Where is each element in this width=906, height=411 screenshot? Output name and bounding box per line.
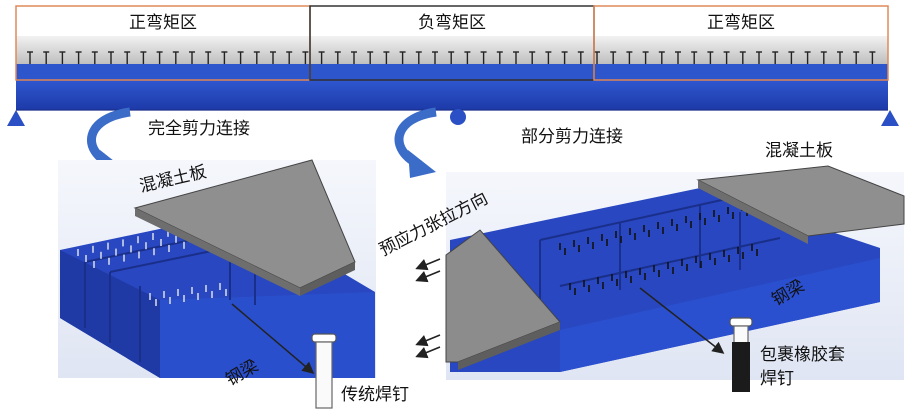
- rubber-stud-label-line2: 焊钉: [760, 369, 794, 389]
- right-curved-arrow-head: [408, 150, 436, 178]
- composite-beam-elevation: 正弯矩区 负弯矩区 正弯矩区: [7, 5, 899, 126]
- right-curved-arrow: [394, 107, 437, 170]
- right-slab-label: 混凝土板: [765, 141, 833, 161]
- partial-shear-connection-title: 部分剪力连接: [521, 127, 623, 147]
- left-traditional-studs: [77, 220, 230, 306]
- rubber-stud-label-line1: 包裹橡胶套: [760, 345, 845, 365]
- right-region-label: 正弯矩区: [707, 13, 775, 33]
- steel-beam-body: [16, 80, 888, 110]
- right-pin-support: [881, 110, 899, 126]
- positive-moment-region-right: [593, 5, 889, 81]
- right-detail-panel: 混凝土板 预应力张拉方向 钢梁 包裹橡胶套 焊钉: [376, 141, 905, 392]
- full-shear-connection-title: 完全剪力连接: [148, 119, 250, 139]
- prestress-arrows: [415, 258, 441, 359]
- concrete-slab-band: [16, 36, 888, 64]
- shear-stud-row: [27, 51, 876, 64]
- steel-top-flange: [16, 64, 888, 80]
- middle-region-label: 负弯矩区: [418, 13, 486, 33]
- right-concrete-slab-right: [696, 165, 905, 237]
- right-rubber-sleeved-studs: [559, 204, 758, 295]
- left-curved-arrow: [87, 107, 131, 170]
- left-stud-leader-line: [231, 303, 315, 374]
- right-stud-leader-line: [639, 287, 725, 354]
- traditional-stud-label: 传统焊钉: [341, 385, 409, 405]
- left-region-label: 正弯矩区: [129, 13, 197, 33]
- left-detail-panel: 混凝土板 钢梁 传统焊钉: [58, 159, 409, 409]
- left-pin-support: [7, 110, 25, 126]
- traditional-stud-icon: [311, 333, 337, 409]
- middle-roller-support: [450, 109, 466, 125]
- rubber-sleeved-stud-icon: [729, 317, 753, 392]
